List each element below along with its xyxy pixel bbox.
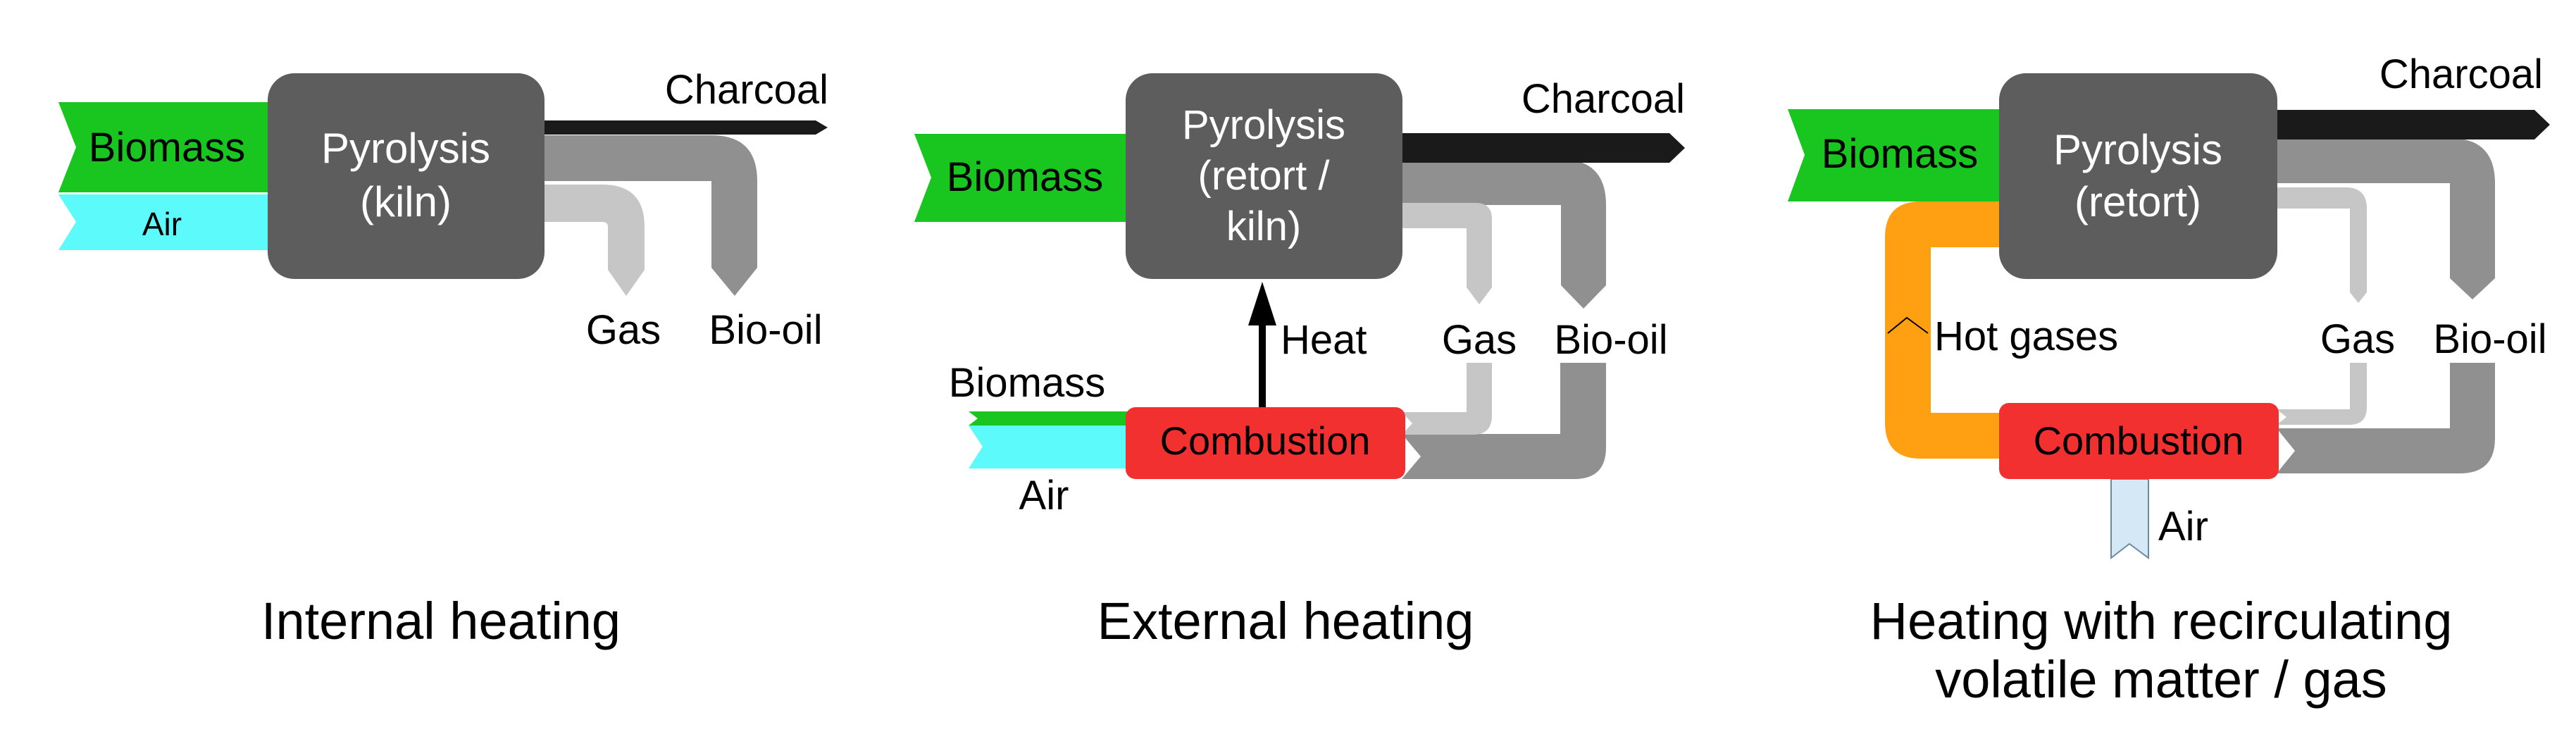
bio-oil-label: Bio-oil [709,307,822,353]
caption-external-heating: External heating [1097,592,1474,650]
bio-oil-label: Bio-oil [2433,316,2546,362]
bio-oil-stream [2275,138,2495,299]
gas-stream [1398,203,1492,304]
charcoal-stream [2275,110,2550,139]
bio-oil-stream [1398,159,1606,309]
pyrolysis-label-line2: (retort / [1198,153,1331,199]
charcoal-label: Charcoal [1522,76,1685,122]
pyrolysis-box [268,73,545,279]
air-label: Air [142,206,182,242]
air-label: Air [1019,473,1069,518]
charcoal-label: Charcoal [665,67,828,113]
pyrolysis-label-line1: Pyrolysis [321,125,490,172]
combustion-label: Combustion [2034,418,2244,463]
bio-oil-label: Bio-oil [1554,317,1667,363]
heat-arrowhead [1248,282,1276,325]
pyrolysis-label-line3: kiln) [1226,204,1301,249]
caption-internal-heating: Internal heating [261,592,621,650]
bio-oil-return [2277,363,2495,473]
caption-recirculating-line2: volatile matter / gas [1935,650,2387,709]
air-input [969,426,1131,468]
panel-external-heating: Biomass Pyrolysis (retort / kiln) Charco… [914,73,1685,650]
gas-label: Gas [2320,316,2395,362]
pyrolysis-label-line1: Pyrolysis [2053,126,2222,173]
pyrolysis-label-line2: (kiln) [360,178,452,225]
pyrolysis-label-line2: (retort) [2074,178,2201,225]
gas-label: Gas [1442,317,1517,363]
heat-label: Heat [1281,317,1367,363]
gas-stream [542,185,645,296]
biomass-input [1788,109,2003,201]
combustion-box [1999,403,2279,479]
combustion-label: Combustion [1160,418,1371,463]
caption-recirculating-line1: Heating with recirculating [1870,592,2453,650]
charcoal-stream [542,120,828,135]
biomass-label: Biomass [89,125,245,170]
gas-label: Gas [586,307,661,353]
bio-oil-stream [542,135,757,296]
pyrolysis-label-line1: Pyrolysis [1182,102,1345,148]
air-label: Air [2158,504,2208,549]
gas-return [1402,363,1492,435]
hot-gases-chevron [1887,316,1929,334]
panel-recirculating-heating: Biomass Pyrolysis (retort) Charcoal Hot … [1788,51,2550,709]
hot-gases-stream [1885,201,2002,459]
pyrolysis-box [1999,73,2277,279]
biomass-fuel-label: Biomass [949,360,1105,406]
pyrolysis-box [1126,73,1402,279]
combustion-box [1126,407,1405,479]
air-input [2110,478,2149,560]
gas-stream [2275,187,2367,303]
charcoal-stream [1398,133,1685,163]
biomass-fuel-input [969,411,1131,426]
hot-gases-label: Hot gases [1934,313,2118,359]
biomass-label: Biomass [947,154,1103,200]
bio-oil-return [1402,363,1606,479]
charcoal-label: Charcoal [2379,51,2543,97]
biomass-label: Biomass [1822,131,1978,177]
biomass-input [914,134,1131,222]
air-input [58,194,271,250]
panel-internal-heating: Biomass Air Pyrolysis (kiln) Charcoal Ga… [58,67,828,650]
gas-return [2277,363,2367,425]
biomass-input [58,102,271,192]
